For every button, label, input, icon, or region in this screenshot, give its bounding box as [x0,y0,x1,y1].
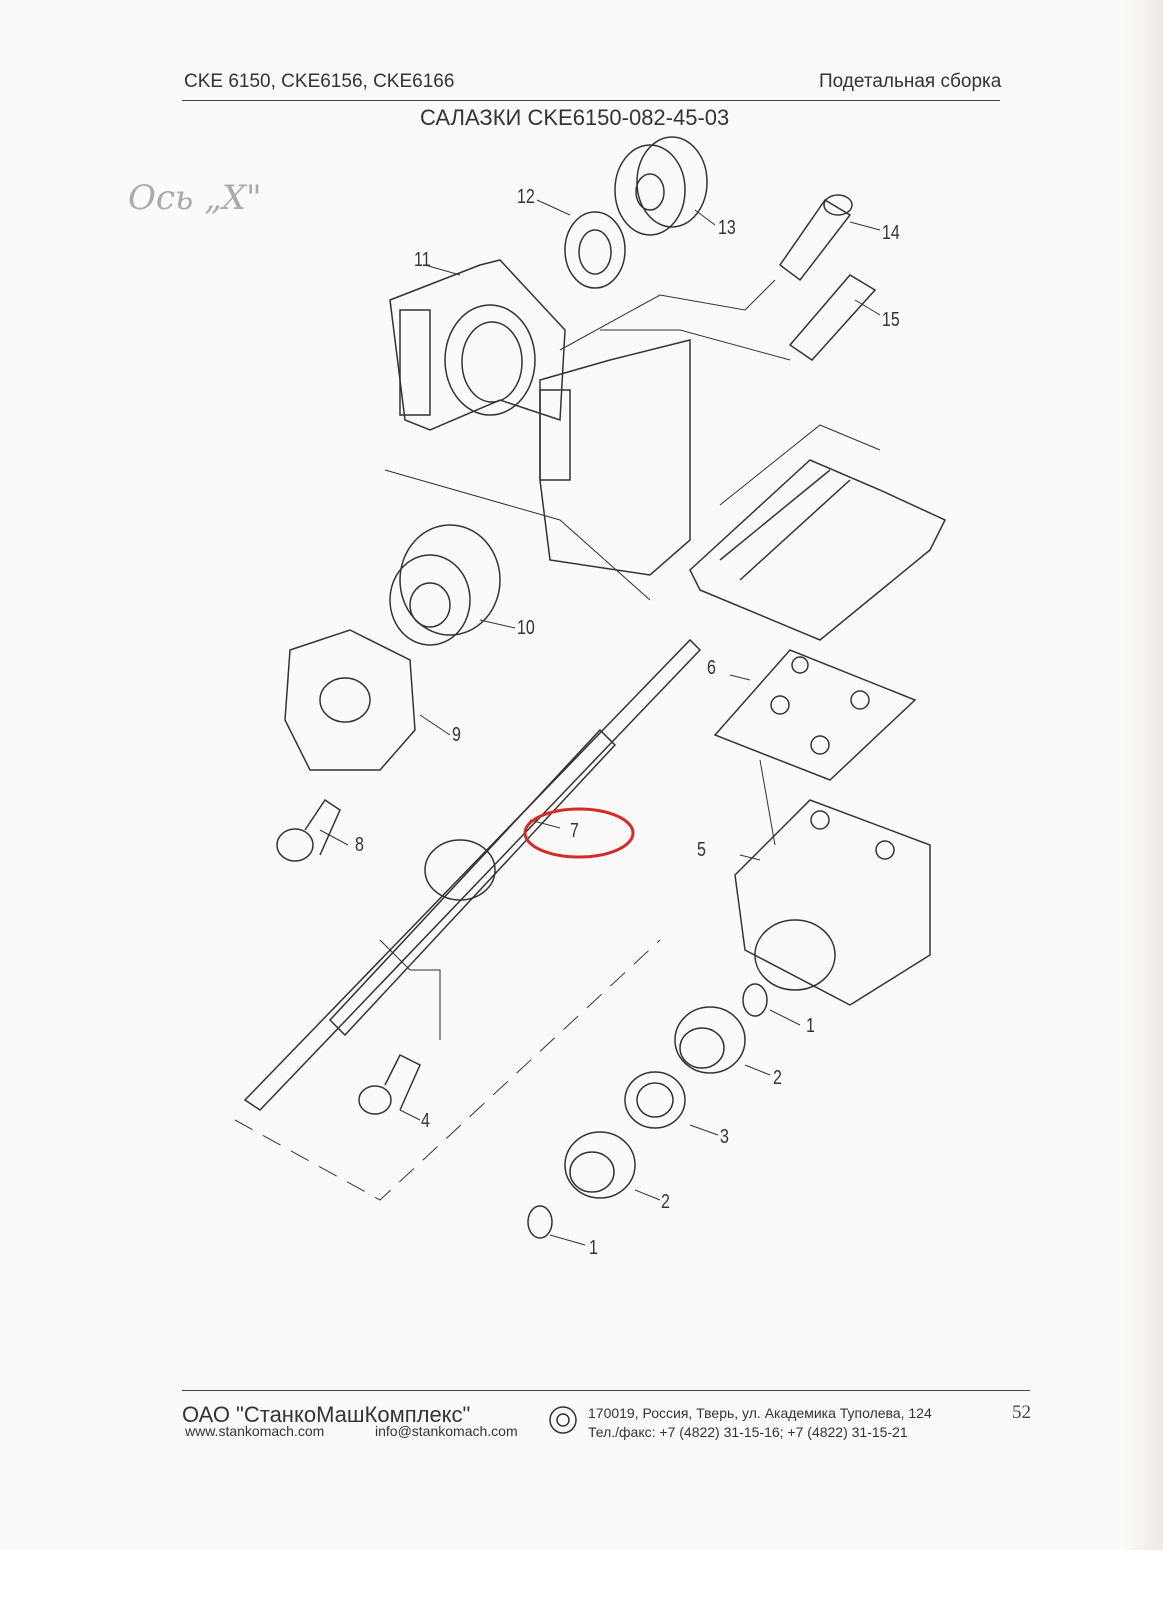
footer-rule [182,1390,1030,1391]
highlight-circle [523,807,635,859]
callout-2-lower: 2 [661,1191,670,1213]
footer-email: info@stankomach.com [375,1423,518,1439]
part-11-bracket [389,259,566,431]
callout-15: 15 [882,309,900,331]
part-4-screw [358,1053,421,1115]
part-14-bolt [778,194,853,282]
handwritten-note: Ось „X" [128,178,262,218]
part-7-ball-screw [243,638,702,1111]
callout-6: 6 [707,657,716,679]
part-3-bearing [624,1071,686,1129]
part-12-seal-ring [564,211,626,289]
callout-5: 5 [697,839,706,861]
callout-9: 9 [452,724,461,746]
footer-address: 170019, Россия, Тверь, ул. Академика Туп… [588,1405,932,1421]
part-1-circlip-lower [527,1205,553,1239]
callout-2-upper: 2 [773,1067,782,1089]
header-rule [182,100,1000,101]
carriage-slide [689,459,947,641]
callout-14: 14 [882,222,900,244]
support-block [539,339,691,576]
part-10-nut-housing [389,524,501,646]
callout-11: 11 [414,249,431,271]
part-2-bearing-upper [674,1006,746,1074]
gear-logo-icon [549,1406,577,1434]
part-15-pin [788,274,877,361]
page-title: САЛАЗКИ CKE6150-082-45-03 [420,105,730,130]
part-8-screw [276,798,341,862]
callout-10: 10 [517,617,535,639]
part-2-bearing-lower [564,1131,636,1199]
part-5-nut-block [734,799,931,1006]
footer-website: www.stankomach.com [185,1423,325,1439]
callout-3: 3 [720,1126,729,1148]
footer-phone: Тел./факс: +7 (4822) 31-15-16; +7 (4822)… [588,1424,908,1440]
part-6-plate [713,649,917,781]
callout-12: 12 [517,186,535,208]
part-13-bearing-flange [614,136,708,236]
callout-1-lower: 1 [589,1237,598,1259]
part-9-flange [284,629,416,771]
header-section: Подетальная сборка [819,71,1002,92]
callout-7: 7 [570,820,579,842]
callout-1-upper: 1 [806,1015,815,1037]
part-1-circlip-upper [742,983,768,1017]
footer-company: ОАО "СтанкоМашКомплекс" [182,1402,471,1427]
scan-edge-shadow [1123,0,1163,1600]
callout-8: 8 [355,834,364,856]
callout-13: 13 [718,217,736,239]
scan-bottom-margin [0,1550,1163,1600]
header-models: CKE 6150, CKE6156, CKE6166 [184,71,455,92]
page-number: 52 [1012,1402,1031,1423]
callout-4: 4 [421,1110,430,1132]
